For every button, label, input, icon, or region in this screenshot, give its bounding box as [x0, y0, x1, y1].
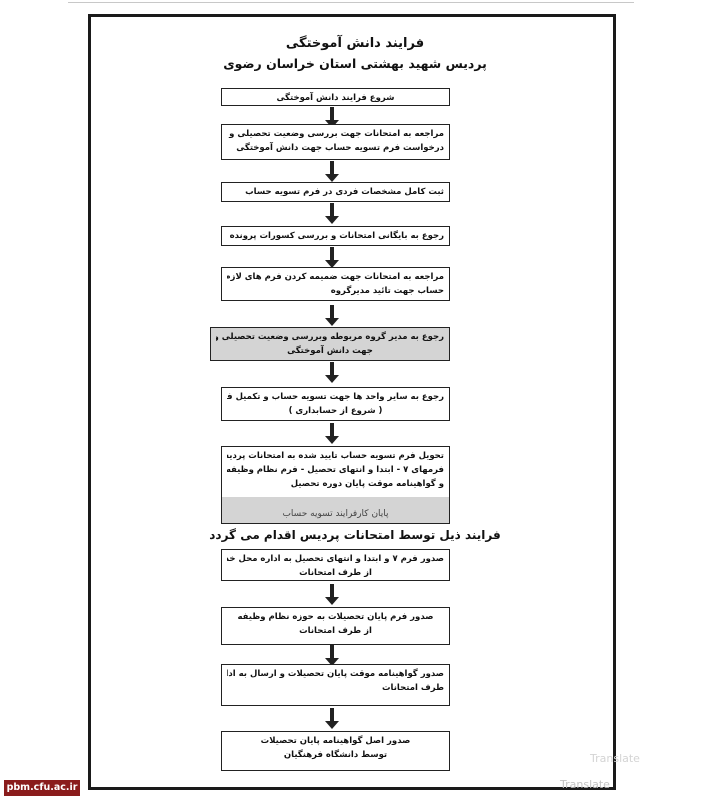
step2-3-line-2: طرف امتحانات [381, 683, 444, 693]
step-box-5: مراجعه به امتحانات جهت ضمیمه کردن فرم ها… [221, 267, 450, 301]
section-2-title: فرایند ذیل توسط امتحانات پردیس اقدام می … [209, 528, 501, 542]
step-box-8: تحویل فرم تسویه حساب تایید شده به امتحان… [221, 446, 450, 524]
step-8-line-3: و گواهینامه موقت پایان دوره تحصیل [290, 479, 444, 489]
step2-4-line-1: صدور اصل گواهینامه پایان تحصیلات [260, 736, 411, 746]
step-2-line-1: مراجعه به امتحانات جهت بررسی وضعیت تحصیل… [227, 129, 444, 139]
step-5-line-2: حساب جهت تائید مدیرگروه [330, 286, 444, 296]
step-2-line-2: درخواست فرم تسویه حساب جهت دانش آموختگی [236, 143, 444, 153]
site-watermark: pbm.cfu.ac.ir [4, 780, 80, 796]
step-7-line-2: ( شروع از حسابداری ) [288, 406, 383, 416]
step-box-7: رجوع به سایر واحد ها جهت تسویه حساب و تک… [221, 387, 450, 421]
step-box-4: رجوع به بایگانی امتحانات و بررسی کسورات … [221, 226, 450, 246]
step2-box-2: صدور فرم پایان تحصیلات به حوزه نظام وظیف… [221, 607, 450, 645]
step2-3-line-1: صدور گواهینامه موقت پایان تحصیلات و ارسا… [227, 669, 444, 679]
step-box-6: رجوع به مدیر گروه مربوطه وبررسی وضعیت تح… [210, 327, 450, 361]
step-8-closing-text: پایان کارفرایند تسویه حساب [282, 509, 389, 519]
arrow-down-icon [323, 423, 341, 445]
arrow-down-icon [323, 203, 341, 225]
step-box-3: ثبت کامل مشخصات فردی در فرم تسویه حساب [221, 182, 450, 202]
step2-4-line-2: توسط دانشگاه فرهنگیان [283, 750, 388, 760]
step-box-1: شروع فرایند دانش آموختگی [221, 88, 450, 106]
step-8-gray-band [222, 497, 449, 523]
document-frame [88, 14, 616, 790]
step2-box-3: صدور گواهینامه موقت پایان تحصیلات و ارسا… [221, 664, 450, 706]
arrow-down-icon [323, 708, 341, 730]
arrow-down-icon [323, 161, 341, 183]
page-title: فرایند دانش آموختگی [285, 36, 425, 51]
arrow-down-icon [323, 584, 341, 606]
arrow-down-icon [323, 305, 341, 327]
arrow-down-icon [323, 645, 341, 667]
step-box-2: مراجعه به امتحانات جهت بررسی وضعیت تحصیل… [221, 124, 450, 160]
step-6-line-1: رجوع به مدیر گروه مربوطه وبررسی وضعیت تح… [216, 332, 444, 342]
top-rule [68, 2, 634, 3]
step2-2-line-1: صدور فرم پایان تحصیلات به حوزه نظام وظیف… [237, 612, 434, 622]
step-1-line-1: شروع فرایند دانش آموختگی [276, 93, 395, 103]
step-7-line-1: رجوع به سایر واحد ها جهت تسویه حساب و تک… [227, 392, 444, 402]
step-4-line-1: رجوع به بایگانی امتحانات و بررسی کسورات … [227, 231, 444, 241]
step-3-line-1: ثبت کامل مشخصات فردی در فرم تسویه حساب [245, 187, 444, 197]
translate-watermark: Translate [590, 752, 640, 765]
step2-box-1: صدور فرم ۷ و ابتدا و انتهای تحصیل به ادا… [221, 549, 450, 581]
page-subtitle: پردیس شهید بهشتی استان خراسان رضوی [223, 56, 487, 71]
arrow-down-icon [323, 362, 341, 384]
step-8-line-2: فرمهای ۷ - ابتدا و انتهای تحصیل - فرم نظ… [227, 465, 444, 475]
step-6-line-2: جهت دانش آموختگی [287, 346, 373, 356]
translate-watermark-2: Translate [560, 778, 610, 791]
step-5-line-1: مراجعه به امتحانات جهت ضمیمه کردن فرم ها… [227, 272, 444, 282]
step2-1-line-1: صدور فرم ۷ و ابتدا و انتهای تحصیل به ادا… [227, 554, 444, 564]
step-8-line-1: تحویل فرم تسویه حساب تایید شده به امتحان… [227, 451, 444, 461]
step2-2-line-2: از طرف امتحانات [299, 626, 372, 636]
step2-1-line-2: از طرف امتحانات [299, 568, 372, 578]
step2-box-4: صدور اصل گواهینامه پایان تحصیلات توسط دا… [221, 731, 450, 771]
arrow-down-icon [323, 247, 341, 269]
